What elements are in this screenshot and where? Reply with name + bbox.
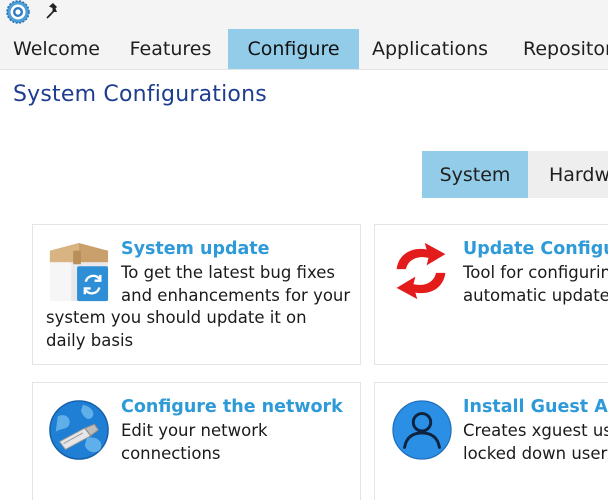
- card-description: Tool for configurin automatic updates: [463, 263, 608, 305]
- tab-repositories[interactable]: Repositor: [523, 38, 608, 60]
- tab-features[interactable]: Features: [129, 38, 212, 60]
- subtab-hardware[interactable]: Hardw: [528, 151, 608, 198]
- package-update-icon: [49, 242, 109, 302]
- tab-applications[interactable]: Applications: [371, 38, 489, 60]
- subtab-system[interactable]: System: [422, 151, 528, 198]
- card-description: Edit your network connections: [121, 421, 268, 463]
- card-configure-network[interactable]: Configure the network Edit your network …: [32, 382, 361, 500]
- app-logo-icon: [6, 0, 30, 24]
- refresh-arrows-icon: [396, 242, 446, 300]
- card-title: Install Guest Acc: [463, 397, 608, 417]
- card-description: Creates xguest use locked down user: [463, 421, 608, 463]
- card-install-guest-account[interactable]: Install Guest Acc Creates xguest use loc…: [374, 382, 608, 500]
- tab-welcome[interactable]: Welcome: [13, 38, 100, 60]
- title-bar: [0, 0, 608, 28]
- main-tab-bar: Welcome Features Configure Applications …: [0, 28, 608, 70]
- card-title: Configure the network: [121, 397, 343, 417]
- card-title: Update Configur: [463, 239, 608, 259]
- page-title: System Configurations: [13, 82, 267, 107]
- pin-icon[interactable]: [44, 2, 62, 20]
- card-system-update[interactable]: System update To get the latest bug fixe…: [32, 224, 361, 365]
- user-account-icon: [392, 400, 452, 460]
- tab-configure[interactable]: Configure: [228, 29, 359, 69]
- card-update-configuration[interactable]: Update Configur Tool for configurin auto…: [374, 224, 608, 365]
- card-title: System update: [121, 239, 270, 259]
- network-globe-icon: [49, 400, 109, 460]
- card-description: To get the latest bug fixes and enhancem…: [46, 263, 351, 350]
